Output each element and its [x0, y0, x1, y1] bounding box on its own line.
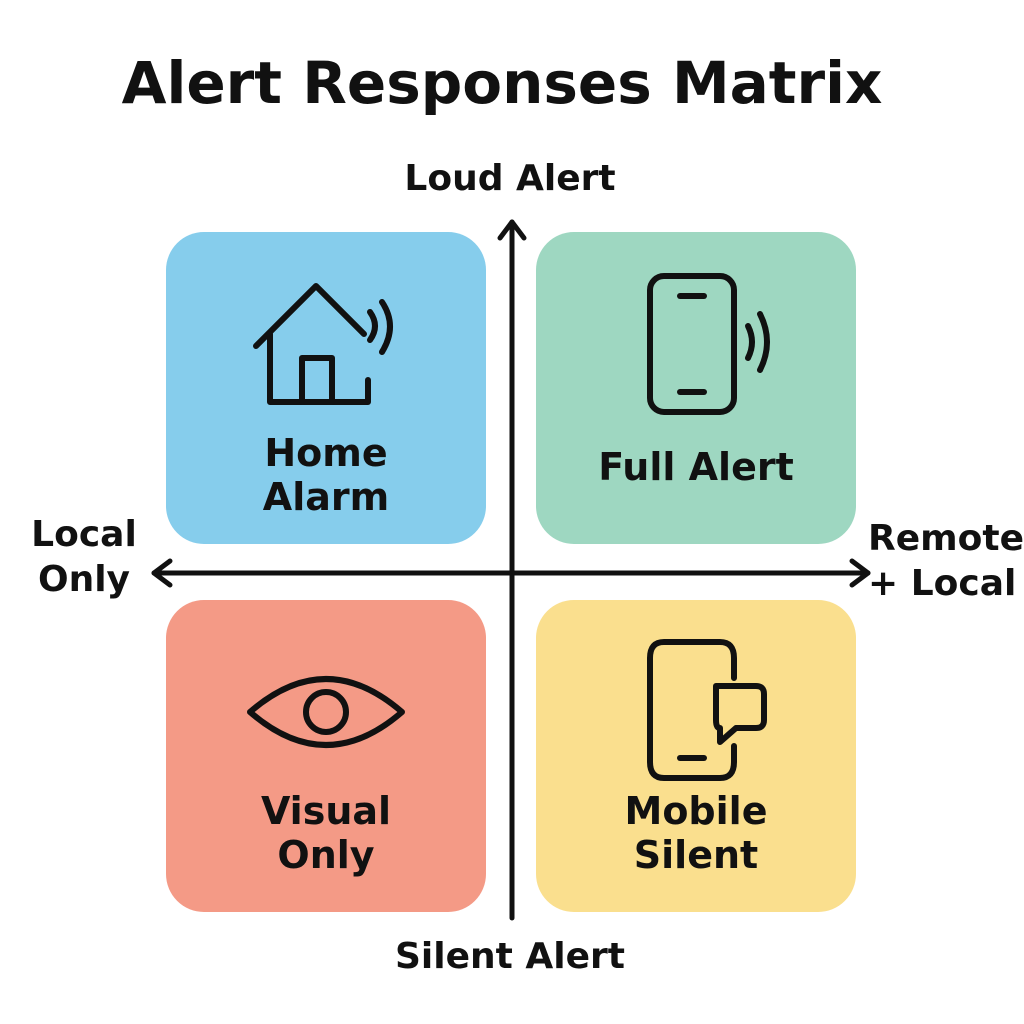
phone-vibrate-icon [536, 272, 856, 416]
quadrant-label: Visual Only [260, 789, 392, 877]
quadrant-label: Full Alert [598, 445, 794, 489]
eye-icon [166, 666, 486, 758]
quadrant-home-alarm: Home Alarm [166, 232, 486, 544]
quadrant-label: Mobile Silent [624, 789, 768, 877]
house-sound-icon [166, 274, 486, 414]
axis-label-top: Loud Alert [404, 158, 616, 199]
quadrant-full-alert: Full Alert [536, 232, 856, 544]
page-title: Alert Responses Matrix [121, 49, 883, 117]
axis-label-bottom: Silent Alert [395, 936, 625, 977]
quadrant-visual-only: Visual Only [166, 600, 486, 912]
quadrant-label: Home Alarm [262, 431, 390, 519]
arrow-up-icon [497, 219, 527, 241]
arrow-right-icon [849, 558, 871, 588]
axis-label-right: Remote + Local [868, 518, 1024, 604]
arrow-left-icon [151, 558, 173, 588]
quadrant-mobile-silent: Mobile Silent [536, 600, 856, 912]
phone-message-icon [536, 638, 856, 782]
axis-label-left: Local Only [31, 514, 137, 600]
